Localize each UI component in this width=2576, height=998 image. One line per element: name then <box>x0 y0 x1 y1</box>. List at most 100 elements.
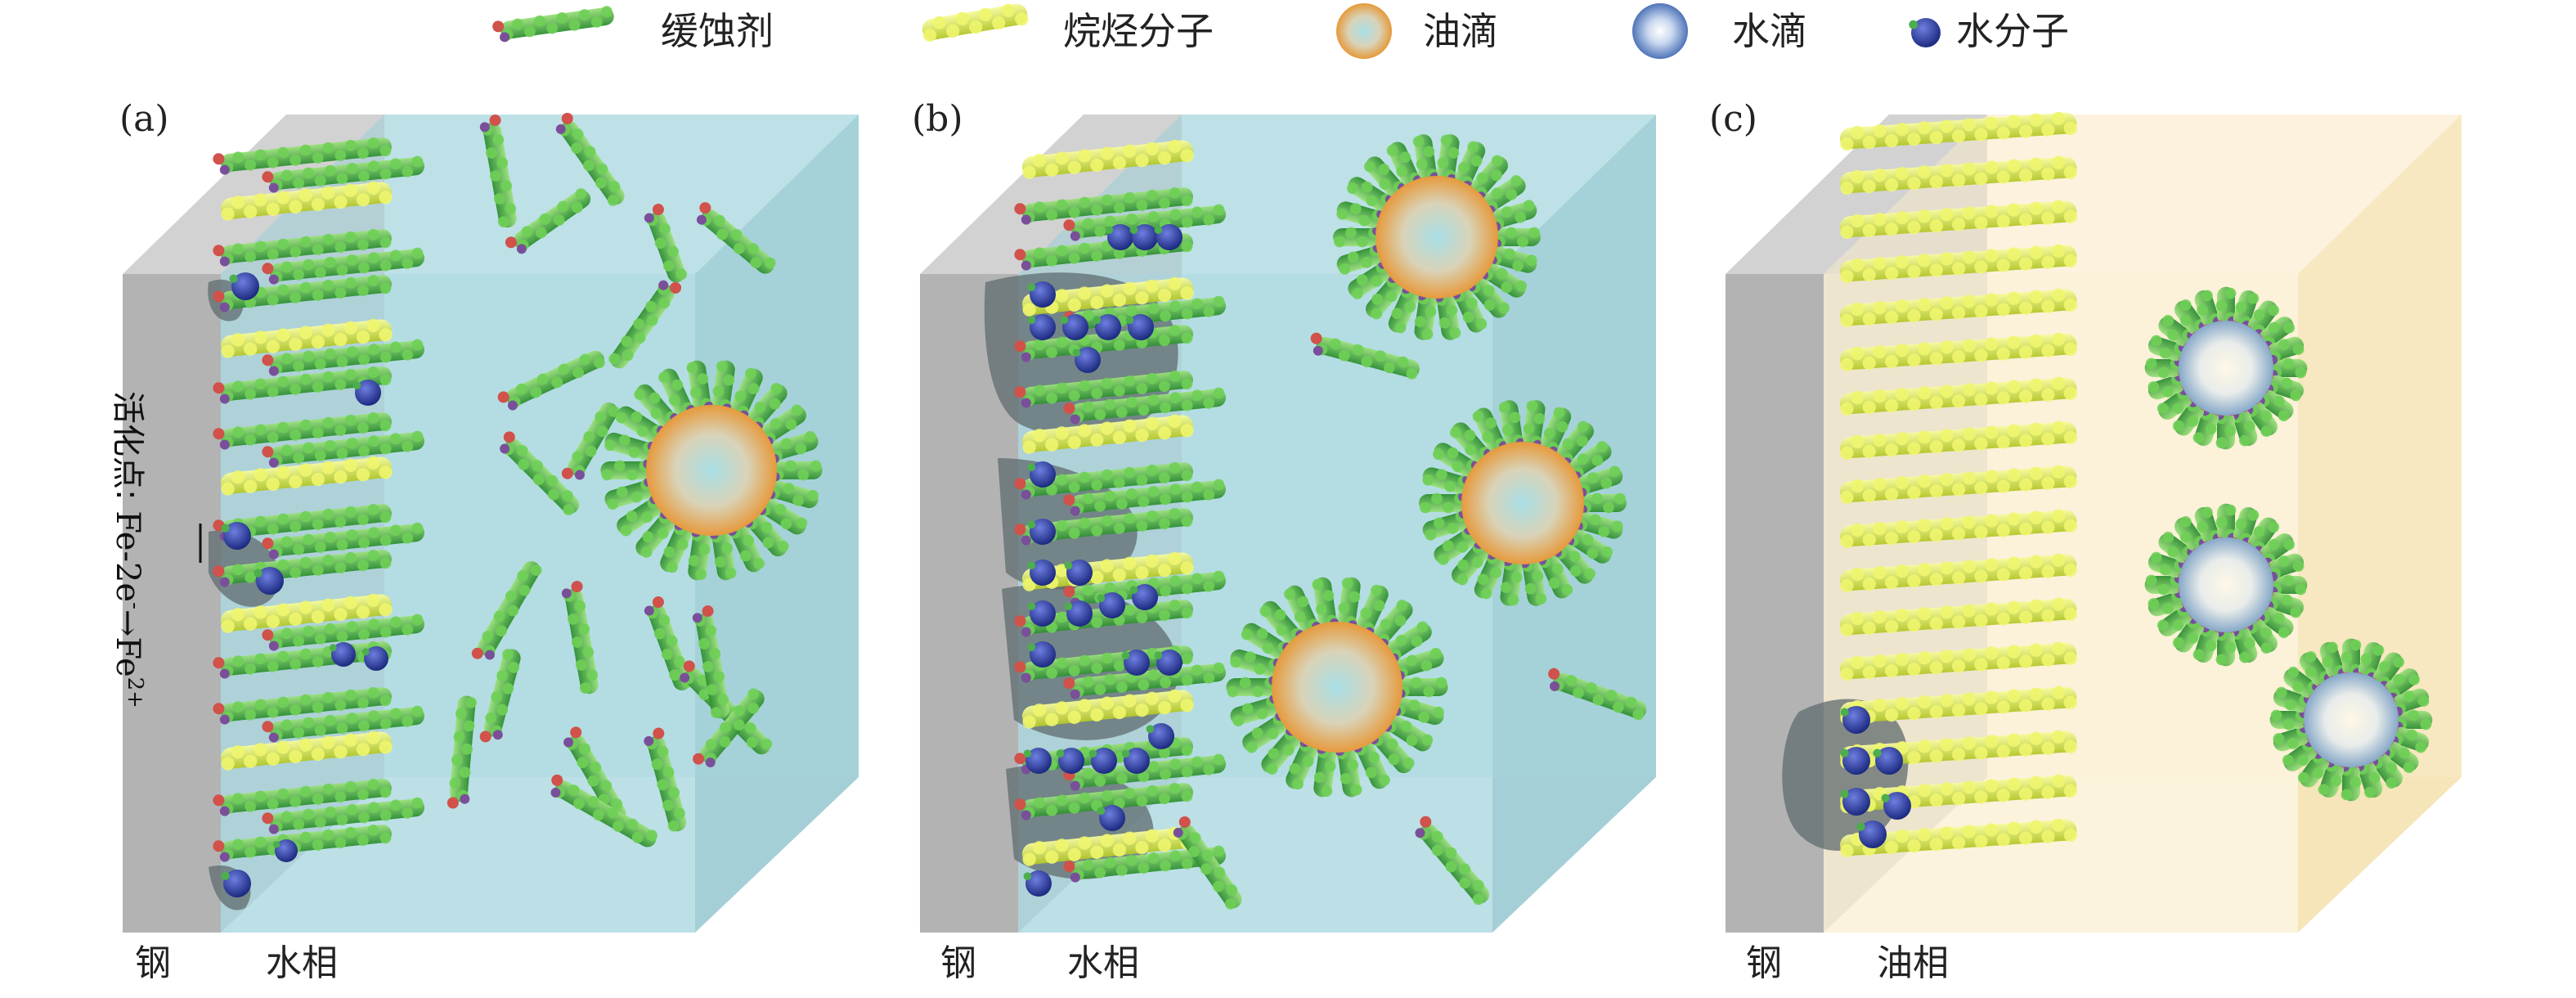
water-molecule-icon <box>1840 788 1870 816</box>
water-molecule-icon <box>1027 519 1056 545</box>
micelle-inhibitor <box>1463 155 1508 202</box>
oil-droplet-icon <box>1336 3 1392 59</box>
micelle-inhibitor <box>2318 755 2349 798</box>
water-droplet-micelle <box>2144 503 2308 667</box>
oil-droplet-micelle <box>1419 400 1627 606</box>
water-molecule-icon <box>1154 224 1183 250</box>
adsorbed-inhibitor <box>1021 139 1194 179</box>
droplet-core <box>2179 321 2273 416</box>
legend-label-alkane: 烷烃分子 <box>1063 9 1214 53</box>
water-molecule-icon <box>1129 224 1158 250</box>
adsorbed-inhibitor <box>262 430 425 468</box>
adsorbed-alkane <box>1839 288 2077 328</box>
water-molecule-icon <box>1909 18 1941 47</box>
adsorbed-inhibitor <box>262 155 425 193</box>
water-molecule-icon <box>329 642 356 667</box>
water-droplet-icon <box>1632 3 1688 59</box>
micelle-inhibitor <box>1434 524 1485 565</box>
adsorbed-inhibitor <box>220 181 393 221</box>
active-site-annotation: 活化点: Fe-2e-→Fe2+ <box>109 391 202 708</box>
free-inhibitor <box>500 431 580 515</box>
water-molecule-icon <box>1072 347 1101 373</box>
adsorbed-alkane <box>1839 155 2077 196</box>
adsorbed-inhibitor <box>220 456 393 496</box>
water-molecule-icon <box>1881 792 1911 820</box>
free-inhibitor <box>1310 332 1420 380</box>
adsorbed-inhibitor <box>262 339 425 376</box>
free-inhibitor <box>692 605 729 719</box>
water-molecule-icon <box>1027 560 1056 586</box>
free-inhibitor <box>555 112 625 206</box>
water-molecule-icon <box>229 272 259 300</box>
water-molecule-icon <box>1023 870 1052 897</box>
adsorbed-inhibitor <box>262 705 425 743</box>
water-molecule-icon <box>1027 314 1056 340</box>
water-molecule-icon <box>1064 560 1093 586</box>
legend-label-water-molecule: 水分子 <box>1956 9 2069 53</box>
free-inhibitor <box>1548 668 1647 721</box>
water-molecule-icon <box>1097 592 1125 618</box>
free-inhibitor <box>1173 816 1242 910</box>
adsorbed-inhibitor <box>220 318 393 358</box>
adsorbed-inhibitor <box>213 824 392 862</box>
droplet-core <box>2304 672 2399 767</box>
free-inhibitor <box>561 580 599 695</box>
free-inhibitor <box>696 202 776 274</box>
panel-b <box>920 115 1656 933</box>
water-molecule-icon <box>1154 650 1183 676</box>
water-molecule-icon <box>1064 600 1093 627</box>
adsorbed-inhibitor <box>1014 782 1193 820</box>
free-inhibitor <box>693 688 765 768</box>
micelle-inhibitor <box>2229 400 2258 447</box>
oil-droplet-micelle <box>600 360 823 581</box>
panel-tags: (a) (b) (c) <box>119 98 1757 140</box>
phase-label-c: 油相 <box>1877 942 1949 984</box>
water-molecule-icon <box>1056 748 1084 774</box>
free-inhibitor <box>644 727 687 832</box>
phase-label-a: 水相 <box>266 942 338 984</box>
water-droplet-micelle <box>2269 638 2433 802</box>
panel-c <box>1726 111 2462 933</box>
panel-tag-b: (b) <box>912 98 963 140</box>
legend-label-oil-droplet: 油滴 <box>1423 9 1498 53</box>
adsorbed-alkane <box>1839 597 2077 637</box>
micelle-inhibitor <box>1551 535 1595 584</box>
adsorbed-inhibitor <box>262 797 425 834</box>
free-inhibitor <box>471 560 542 660</box>
adsorbed-alkane <box>1839 332 2077 372</box>
free-inhibitor <box>479 649 521 743</box>
bottom-labels: 钢 水相 钢 水相 钢 油相 <box>135 942 1949 984</box>
water-droplet-micelle <box>2144 286 2308 450</box>
panel-tag-a: (a) <box>119 98 169 140</box>
steel-front <box>920 274 1018 933</box>
droplet-core <box>1461 442 1584 564</box>
steel-front <box>123 274 221 933</box>
adsorbed-inhibitor <box>1063 479 1227 516</box>
steel-label-b: 钢 <box>940 942 976 984</box>
micelle-inhibitor <box>1366 272 1411 320</box>
water-molecule-icon <box>1840 706 1870 734</box>
water-molecule-icon <box>1027 641 1056 668</box>
adsorbed-alkane <box>1839 509 2077 549</box>
panel-a <box>123 112 859 933</box>
adsorbed-inhibitor <box>213 228 392 267</box>
water-molecule-icon <box>1027 600 1056 627</box>
phase-top <box>1824 115 2462 274</box>
droplet-core <box>2179 537 2273 632</box>
adsorbed-alkane <box>1839 818 2077 858</box>
water-molecule-icon <box>221 870 251 897</box>
droplet-core <box>1272 622 1402 753</box>
adsorbed-inhibitor <box>220 731 393 771</box>
free-inhibitor <box>479 114 517 228</box>
free-inhibitor <box>608 280 682 369</box>
micelle-inhibitor <box>1519 551 1547 606</box>
water-molecule-icon <box>221 522 251 550</box>
water-molecule-icon <box>1023 748 1052 774</box>
water-molecule-icon <box>1097 805 1125 831</box>
water-molecule-icon <box>254 567 284 595</box>
adsorbed-inhibitor <box>262 614 425 651</box>
micelle-inhibitor <box>1226 676 1285 698</box>
adsorbed-inhibitor <box>213 778 392 816</box>
water-molecule-icon <box>1105 224 1133 250</box>
